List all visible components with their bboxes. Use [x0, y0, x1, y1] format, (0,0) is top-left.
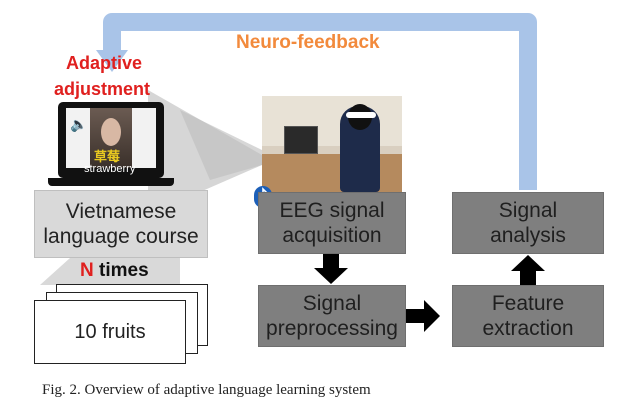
ana-line1: Signal: [498, 199, 558, 222]
figure-caption: Fig. 2. Overview of adaptive language le…: [42, 382, 371, 398]
eeg-acquisition-box: EEG signal acquisition: [258, 192, 406, 254]
feat-line1: Feature: [491, 292, 565, 315]
adaptive-label-line1: Adaptive: [66, 53, 143, 73]
fruits-page: 10 fruits: [34, 300, 186, 364]
language-course-box: Vietnamese language course: [34, 190, 208, 258]
pre-line1: Signal: [302, 292, 362, 315]
english-word: strawberry: [84, 163, 136, 175]
neurofeedback-label: Neuro-feedback: [236, 32, 380, 53]
course-line2: language course: [43, 225, 199, 248]
laptop-base: [48, 178, 174, 186]
n-times-label: N times: [80, 260, 149, 282]
speaker-icon: 🔈: [70, 116, 88, 132]
course-line1: Vietnamese: [65, 200, 177, 223]
arrow-down: [314, 254, 348, 284]
photo-headset: [346, 112, 376, 118]
preprocessing-box: Signal preprocessing: [258, 285, 406, 347]
ana-line2: analysis: [490, 224, 566, 247]
eeg-photo: [262, 96, 402, 192]
face-video: [90, 108, 132, 168]
photo-monitor: [284, 126, 318, 154]
eeg-line1: EEG signal: [279, 199, 385, 222]
feature-extraction-box: Feature extraction: [452, 285, 604, 347]
n-letter: N: [80, 260, 94, 281]
fruits-label: 10 fruits: [74, 320, 146, 343]
analysis-box: Signal analysis: [452, 192, 604, 254]
feat-line2: extraction: [482, 317, 574, 340]
laptop: 🔈 草莓 strawberry: [58, 102, 164, 178]
pre-line2: preprocessing: [266, 317, 398, 340]
arrow-up: [511, 255, 545, 285]
times-word: times: [93, 260, 149, 281]
eeg-line2: acquisition: [282, 224, 382, 247]
chinese-word: 草莓: [94, 150, 121, 165]
arrow-right: [406, 300, 440, 332]
face: [101, 118, 121, 146]
adaptive-label-line2: adjustment: [54, 79, 151, 99]
